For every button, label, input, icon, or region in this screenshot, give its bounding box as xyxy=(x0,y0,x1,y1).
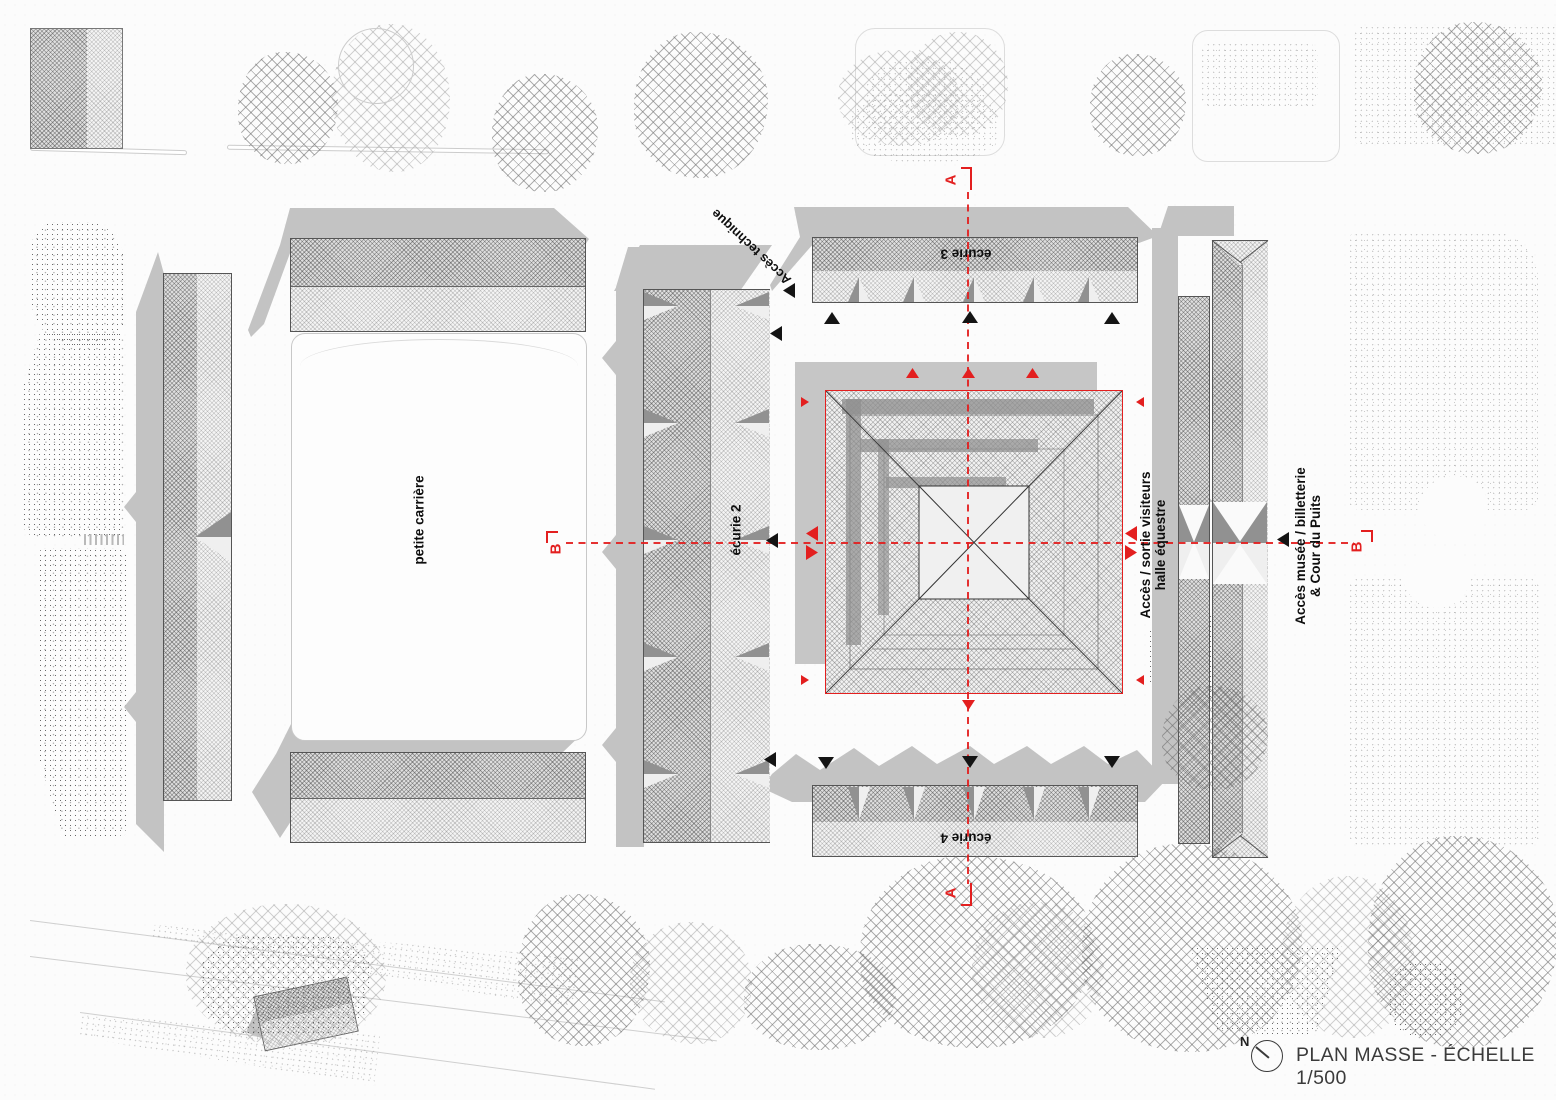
tree-canopy xyxy=(238,52,338,164)
garden xyxy=(1200,42,1318,110)
building-ecurie-2 xyxy=(643,289,770,843)
crosswalk xyxy=(84,534,124,545)
acces-visiteurs-line1: Accès / sortie visiteurs xyxy=(1138,471,1153,619)
section-marker-a-top: A xyxy=(942,174,960,186)
access-marker xyxy=(962,368,975,378)
petite-carriere-arena xyxy=(291,333,587,741)
access-marker xyxy=(906,368,919,378)
building-shadow xyxy=(124,252,164,852)
ground-stipple xyxy=(38,548,126,836)
lawn xyxy=(1348,232,1538,510)
door-marker xyxy=(1277,532,1289,547)
lawn-notch xyxy=(1420,476,1488,540)
tree-canopy xyxy=(518,894,650,1046)
lawn-notch xyxy=(1404,548,1470,608)
section-line-b xyxy=(566,542,1354,544)
section-bracket xyxy=(1371,530,1373,542)
tree-canopy xyxy=(1414,22,1542,154)
building-ecurie-4 xyxy=(812,785,1138,857)
door-marker xyxy=(962,311,978,323)
tree-outline xyxy=(338,28,414,104)
tree-canopy xyxy=(908,32,1008,136)
door-marker xyxy=(1104,312,1120,324)
access-marker xyxy=(1136,675,1144,685)
tree-canopy xyxy=(1368,836,1556,1048)
door-marker xyxy=(770,326,782,341)
section-marker-b-left: B xyxy=(547,543,565,555)
section-bracket xyxy=(970,167,972,190)
tree-canopy xyxy=(1090,54,1186,156)
section-bracket xyxy=(970,883,972,906)
acces-visiteurs-label: Accès / sortie visiteurs halle équestre xyxy=(1138,471,1168,618)
acces-musee-line2: & Cour du Puits xyxy=(1308,495,1323,598)
acces-visiteurs-line2: halle équestre xyxy=(1153,499,1168,591)
building xyxy=(290,752,586,843)
lawn xyxy=(1348,577,1540,845)
ecurie-2-label: écurie 2 xyxy=(728,504,744,556)
ground-stipple xyxy=(30,222,126,346)
access-marker xyxy=(1136,397,1144,407)
ground-stipple xyxy=(22,332,124,538)
access-marker xyxy=(801,675,809,685)
access-marker xyxy=(1125,526,1137,541)
building-shadow xyxy=(1152,228,1178,784)
access-marker xyxy=(1125,545,1137,560)
building-shadow xyxy=(602,247,644,847)
section-bracket xyxy=(961,167,971,169)
door-marker xyxy=(824,312,840,324)
plan-title: PLAN MASSE - ÉCHELLE 1/500 xyxy=(1296,1044,1535,1089)
building-shadow xyxy=(1158,206,1234,236)
tree-canopy xyxy=(630,922,752,1044)
tree-canopy xyxy=(1162,686,1268,790)
north-label: N xyxy=(1240,1034,1250,1049)
building xyxy=(290,238,586,332)
petite-carriere-label: petite carrière xyxy=(411,475,427,565)
acces-musee-label: Accès musée / billetterie & Cour du Puit… xyxy=(1293,467,1323,625)
tree-canopy xyxy=(1082,844,1302,1052)
garden-outline xyxy=(1192,30,1340,162)
ecurie-4-label: écurie 4 xyxy=(940,830,992,846)
tree-canopy xyxy=(492,74,598,192)
tree-canopy xyxy=(634,32,768,178)
section-marker-b-right: B xyxy=(1348,541,1366,553)
section-bracket xyxy=(546,531,558,533)
section-line-a xyxy=(967,192,969,884)
access-marker xyxy=(962,700,975,710)
access-marker xyxy=(801,397,809,407)
access-marker xyxy=(1026,368,1039,378)
building xyxy=(30,28,123,149)
section-bracket xyxy=(546,531,548,543)
building xyxy=(163,273,232,801)
building-ecurie-3 xyxy=(812,237,1138,303)
section-bracket xyxy=(961,904,971,906)
tree-understory xyxy=(196,930,376,1038)
section-marker-a-bottom: A xyxy=(942,887,960,899)
acces-musee-line1: Accès musée / billetterie xyxy=(1293,467,1308,625)
north-arrow-icon xyxy=(1251,1040,1283,1072)
ecurie-3-label: écurie 3 xyxy=(940,246,992,262)
section-bracket xyxy=(1361,530,1373,532)
